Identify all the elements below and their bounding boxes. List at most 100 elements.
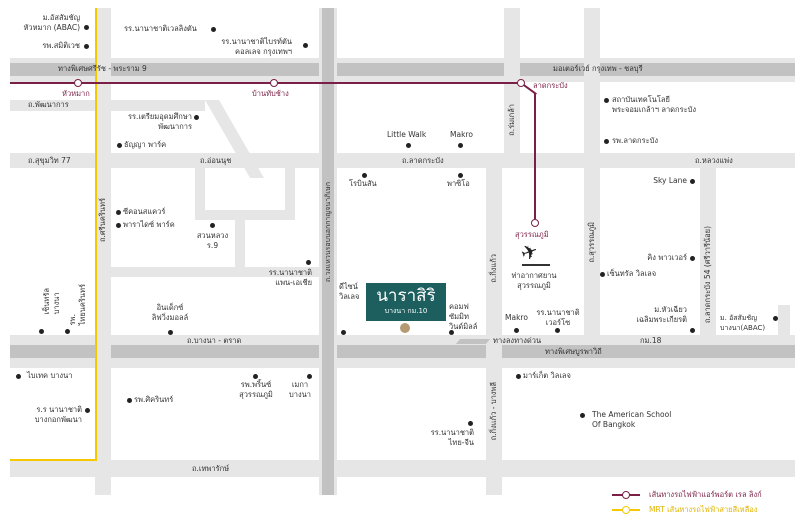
legend-arl-label: เส้นทางรถไฟฟ้าแอร์พอร์ต เรล ลิงก์ — [649, 490, 762, 499]
poi-dot — [690, 328, 695, 333]
poi-label: เซ็นทรัล วิลเลจ — [607, 269, 657, 278]
road-label: ถ.อ่อนนุช — [200, 156, 232, 165]
poi-dot — [690, 179, 695, 184]
mrt-yellow-line — [95, 8, 97, 460]
poi-label: พาซิโอ — [447, 179, 470, 188]
poi-label: รพ.ศิครินทร์ — [134, 395, 174, 404]
poi-label: ซีคอนสแควร์ — [123, 207, 166, 216]
poi-dot — [341, 330, 346, 335]
poi-label: ม. อัสสัมชัญ บางนา(ABAC) — [720, 314, 766, 332]
poi-dot — [604, 98, 609, 103]
poi-label: รร.นานาชาติเวลลิงตัน — [124, 24, 197, 33]
poi-label: ธัญญา พาร์ค — [124, 140, 167, 149]
poi-label: คอมฟ ซัมมิท วินด์มิลล์ — [449, 302, 478, 331]
road-inner-e — [110, 267, 320, 277]
poi-dot — [600, 272, 605, 277]
road-label: กม.18 — [640, 336, 662, 345]
station-label: สุวรรณภูมิ — [515, 230, 549, 239]
poi-dot — [580, 413, 585, 418]
road-label: ถ.หลวงแพ่ง — [695, 156, 733, 165]
arl-line-vertical — [534, 93, 536, 219]
poi-label: เซ็นทรัล บางนา — [42, 288, 61, 315]
road-label: ทางพิเศษบูรพาวิถี — [545, 347, 602, 356]
poi-dot — [210, 223, 215, 228]
poi-dot — [39, 329, 44, 334]
road-inner-a — [195, 168, 205, 218]
road-suvarnabhumi — [584, 8, 600, 335]
poi-label: รร.เตรียมอุดมศึกษา พัฒนาการ — [127, 112, 192, 131]
poi-label: ร.ร นานาชาติ บางกอกพัฒนา — [34, 405, 82, 424]
poi-dot — [362, 173, 367, 178]
road-srinakarin — [95, 8, 111, 495]
legend-arl-station-icon — [622, 491, 630, 499]
poi-dot — [116, 223, 121, 228]
mrt-yellow-line-h — [10, 459, 97, 461]
poi-label: พาราไดซ์ พาร์ค — [123, 220, 175, 229]
poi-dot — [194, 115, 199, 120]
station-label: หัวหมาก — [62, 89, 90, 98]
road-label: ถ.ลาดกระบัง — [402, 156, 444, 165]
poi-label: มาร์เก็ต วิลเลจ — [523, 371, 571, 380]
airport-divider — [522, 264, 550, 266]
station-suvarnabhumi[interactable] — [531, 219, 539, 227]
poi-dot — [168, 330, 173, 335]
poi-label: รพ.สมิติเวช — [42, 41, 80, 50]
poi-label: คิง พาวเวอร์ — [647, 253, 687, 262]
road-label: ทางพิเศษศรีรัช - พระราม 9 — [58, 64, 147, 73]
station-huamak[interactable] — [74, 79, 82, 87]
poi-dot — [16, 374, 21, 379]
road-label: ถ.พัฒนาการ — [28, 100, 69, 109]
poi-dot — [84, 25, 89, 30]
expressway-kanchanaphisek — [322, 8, 334, 495]
station-label: บ้านทับช้าง — [252, 89, 289, 98]
poi-dot — [773, 316, 778, 321]
poi-dot — [127, 398, 132, 403]
poi-label: ม.หัวเฉียว เฉลิมพระเกียรติ — [636, 305, 687, 324]
airplane-icon: ✈ — [517, 237, 542, 267]
poi-dot — [516, 374, 521, 379]
road-label: มอเตอร์เวย์ กรุงเทพ - ชลบุรี — [553, 64, 643, 73]
poi-dot — [307, 374, 312, 379]
airport-label: ท่าอากาศยาน สุวรรณภูมิ — [511, 271, 557, 290]
project-name: นาราสิริ — [376, 286, 436, 306]
poi-label: Sky Lane — [653, 176, 687, 185]
poi-dot — [117, 143, 122, 148]
poi-label: รพ.ลาดกระบัง — [612, 136, 659, 145]
road-label: ถ.เทพารักษ์ — [192, 464, 230, 473]
station-bantapchang[interactable] — [270, 79, 278, 87]
poi-dot — [303, 43, 308, 48]
expressway-exit-ramp — [455, 339, 491, 344]
road-label: ถ.กิ่งแก้ว - บางพลี — [489, 382, 498, 441]
poi-label: รร.นานาชาติไบรท์ตัน คอลเลจ กรุงเทพฯ — [221, 37, 292, 56]
poi-label: อินเด็กซ์ ลิฟวิ่งมอลล์ — [151, 303, 189, 322]
poi-dot — [449, 330, 454, 335]
road-inner-b — [195, 210, 295, 220]
road-label: ถ.บางนา - ตราด — [187, 336, 242, 345]
project-badge[interactable]: นาราสิริ บางนา กม.10 — [366, 283, 446, 321]
road-label: ถ.ร่มเกล้า — [507, 104, 516, 136]
poi-label: รพ.พริ้นซ์ สุวรรณภูมิ — [239, 380, 273, 399]
poi-label: รร.นานาชาติ เวอร์โซ — [536, 308, 580, 327]
poi-dot — [690, 256, 695, 261]
poi-dot — [306, 260, 311, 265]
poi-label: สวนหลวง ร.9 — [196, 231, 229, 250]
poi-label: ม.อัสสัมชัญ หัวหมาก (ABAC) — [23, 13, 80, 32]
road-label: ถ.สุวรรณภูมิ — [587, 222, 596, 263]
project-subtitle: บางนา กม.10 — [384, 307, 428, 315]
road-label: ถ.ศรีนครินทร์ — [98, 198, 107, 242]
poi-dot — [406, 143, 411, 148]
poi-label: The American School Of Bangkok — [592, 410, 672, 429]
station-ladkrabang[interactable] — [517, 79, 525, 87]
poi-label: รพ. ไทยนครินทร์ — [68, 284, 87, 326]
poi-label: ดีไซน์ วิลเลจ — [339, 282, 360, 301]
poi-label: เมกา บางนา — [289, 380, 311, 399]
legend-mrt-station-icon — [622, 506, 630, 514]
poi-dot — [458, 143, 463, 148]
road-label: ถ.วงแหวนรอบนอกกาญจนาภิเษก — [324, 182, 332, 283]
road-label: ถ.กิ่งแก้ว — [489, 254, 498, 283]
legend-mrt-label: MRT เส้นทางรถไฟฟ้าสายสีเหลือง — [649, 505, 758, 514]
poi-dot — [458, 173, 463, 178]
poi-dot — [514, 328, 519, 333]
road-inner-c — [285, 168, 295, 218]
